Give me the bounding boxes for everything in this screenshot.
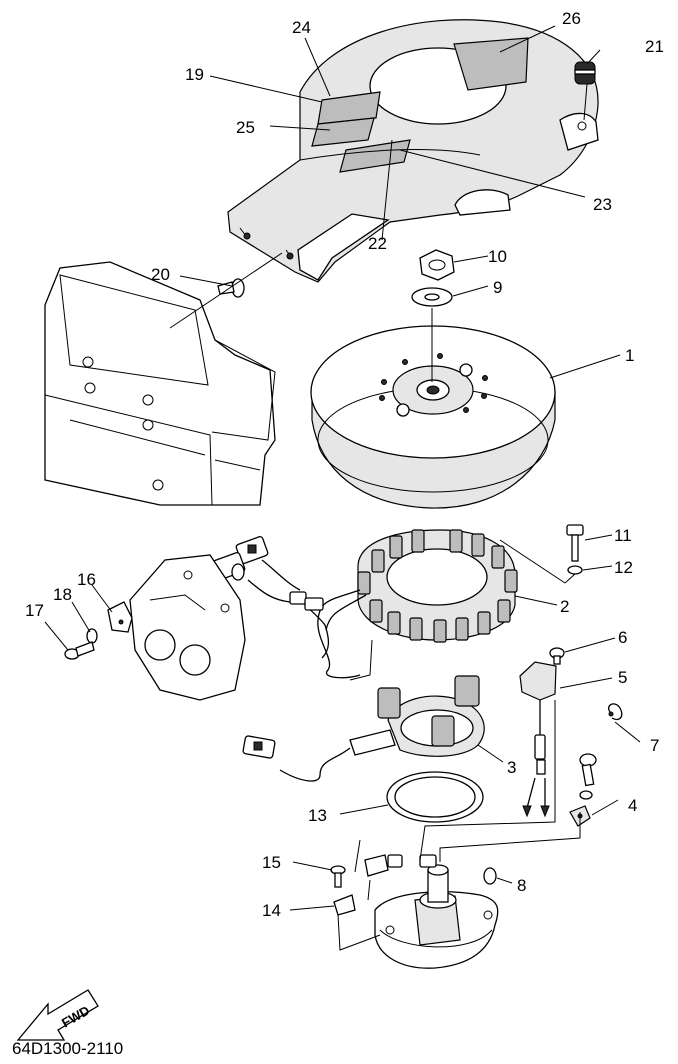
callout-25: 25 <box>236 118 255 137</box>
callout-3: 3 <box>507 758 516 777</box>
stator-bolt <box>566 524 584 562</box>
flywheel-nut <box>419 249 455 281</box>
callout-16: 16 <box>77 570 96 589</box>
bracket-plate <box>107 601 133 633</box>
callout-20: 20 <box>151 265 170 284</box>
bushing <box>419 854 437 868</box>
callout-7: 7 <box>650 736 659 755</box>
callout-24: 24 <box>292 18 311 37</box>
flywheel-rotor <box>310 325 556 509</box>
wire-clip <box>608 703 623 721</box>
callout-2: 2 <box>560 597 569 616</box>
base-plate <box>374 864 499 969</box>
stator-coil <box>299 529 518 681</box>
bracket-screw <box>64 641 95 660</box>
callout-6: 6 <box>618 628 627 647</box>
grommet <box>483 867 497 885</box>
holder-screw <box>549 647 565 665</box>
cap-nut <box>574 61 596 85</box>
cable-clamp <box>569 753 597 827</box>
callout-5: 5 <box>618 668 627 687</box>
callout-21: 21 <box>645 37 664 56</box>
forward-direction-arrow: FWD <box>16 989 99 1041</box>
callout-18: 18 <box>53 585 72 604</box>
engine-block-outline <box>44 261 276 506</box>
flywheel-washer <box>411 287 453 307</box>
callout-1: 1 <box>625 346 634 365</box>
lead-holder <box>519 661 557 818</box>
callout-22: 22 <box>368 234 387 253</box>
plate-bracket <box>333 894 356 916</box>
callout-4: 4 <box>628 796 637 815</box>
callout-8: 8 <box>517 876 526 895</box>
callout-14: 14 <box>262 901 281 920</box>
callout-15: 15 <box>262 853 281 872</box>
bracket-washer <box>86 628 98 644</box>
retaining-ring <box>386 771 484 823</box>
pulser-coil-assembly <box>242 675 485 782</box>
collar <box>364 854 403 877</box>
leader-lines <box>44 25 641 951</box>
part-callouts: 1 2 3 4 5 6 7 8 9 10 11 12 13 14 15 16 1… <box>25 9 664 920</box>
callout-13: 13 <box>308 806 327 825</box>
callout-9: 9 <box>493 278 502 297</box>
diagram-code: 64D1300-2110 <box>12 1039 123 1058</box>
plate-screw <box>330 865 346 888</box>
cover-screw <box>217 278 245 298</box>
callout-26: 26 <box>562 9 581 28</box>
stator-washer <box>567 565 583 575</box>
flywheel-cover <box>227 19 599 283</box>
callout-11: 11 <box>614 526 632 545</box>
callout-12: 12 <box>614 558 633 577</box>
callout-23: 23 <box>593 195 612 214</box>
callout-19: 19 <box>185 65 204 84</box>
callout-10: 10 <box>488 247 507 266</box>
crankcase-bracket <box>129 554 246 701</box>
callout-17: 17 <box>25 601 44 620</box>
